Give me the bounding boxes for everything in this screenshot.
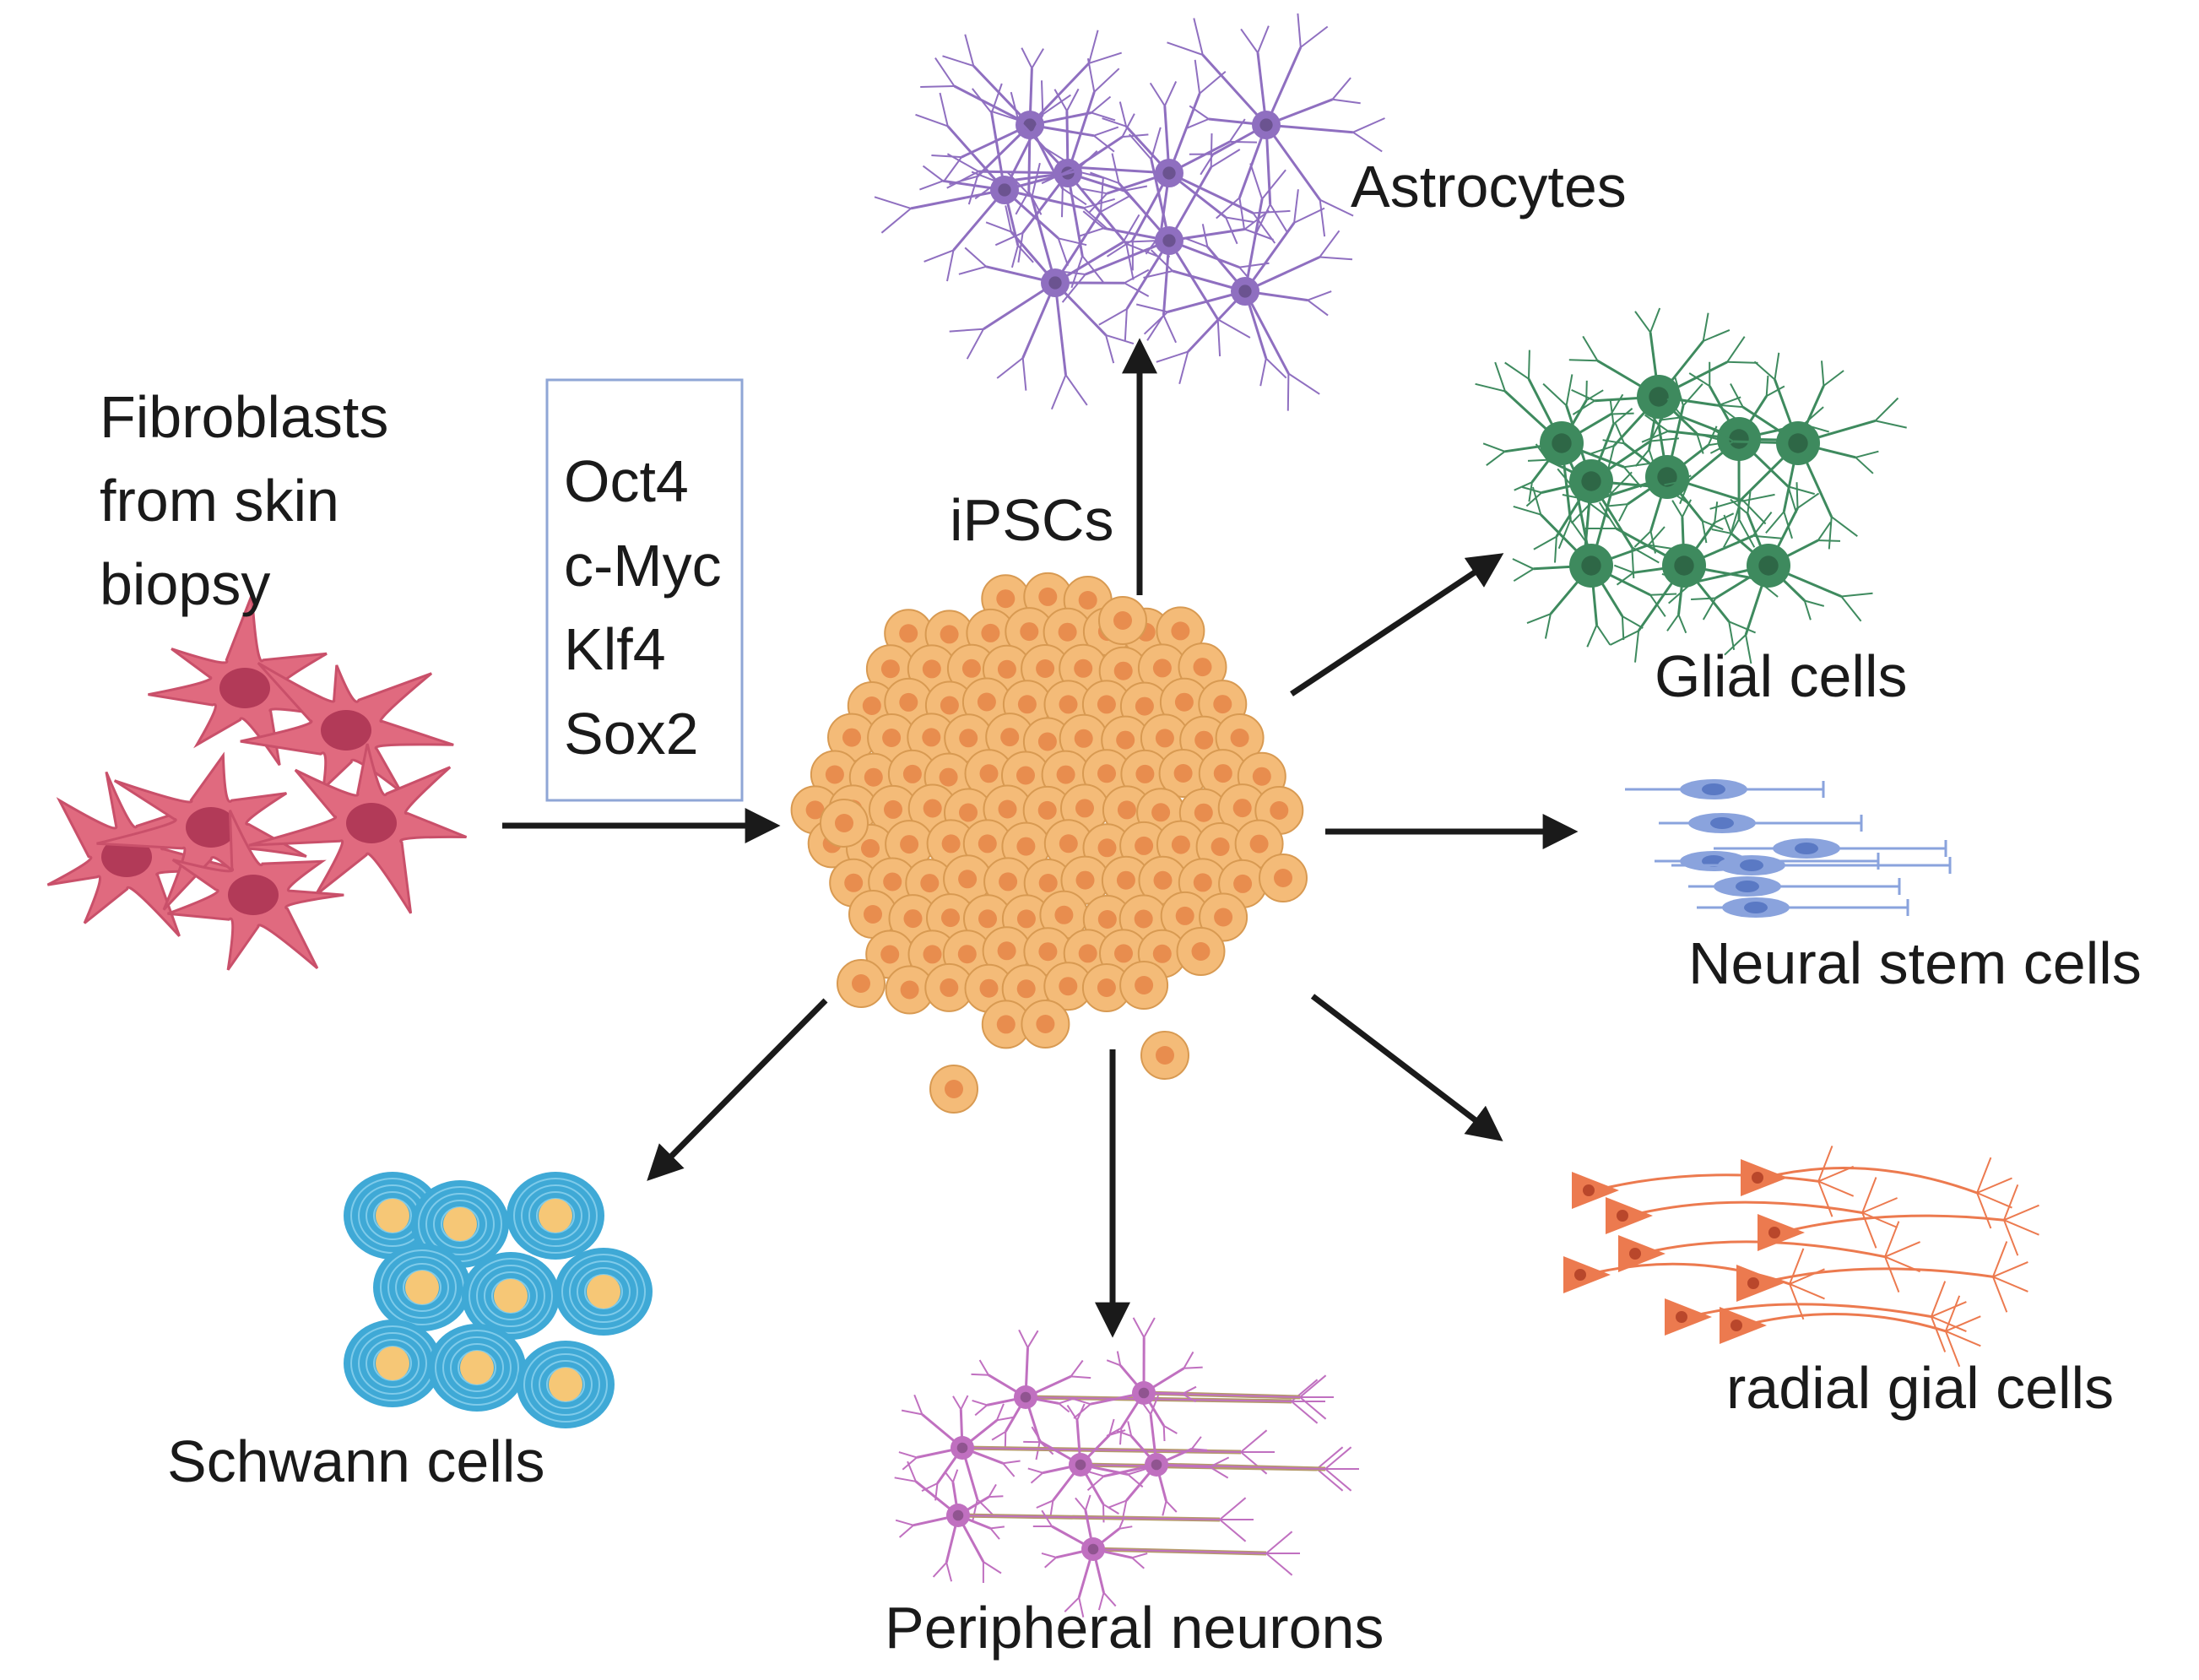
neural-stem-cells-label: Neural stem cells xyxy=(1688,930,2142,996)
radial-glial-cells-label: radial gial cells xyxy=(1726,1355,2114,1421)
radial-glial-cells-illustration xyxy=(1563,1146,2039,1368)
reprogramming-factors-box xyxy=(545,378,744,802)
peripheral-neurons-label: Peripheral neurons xyxy=(885,1595,1384,1661)
arrow-to-glial-cells xyxy=(1290,553,1504,696)
fibroblast-label-line-2: from skin xyxy=(100,468,339,534)
factor-oct4: Oct4 xyxy=(564,448,689,514)
astrocyte-cells-illustration xyxy=(874,13,1385,411)
arrow-to-schwann-cells xyxy=(647,998,828,1181)
ipsc-label: iPSCs xyxy=(950,487,1113,553)
peripheral-neurons-illustration xyxy=(894,1317,1359,1618)
glial-cells-label: Glial cells xyxy=(1655,643,1908,709)
factor-c-myc: c-Myc xyxy=(564,533,722,599)
schwann-cells-label: Schwann cells xyxy=(167,1428,544,1494)
arrow-to-radial-glial-cells xyxy=(1310,994,1503,1141)
astrocytes-label: Astrocytes xyxy=(1351,154,1627,219)
ipsc-cluster-illustration xyxy=(790,572,1308,1114)
fibroblast-label-line-1: Fibroblasts xyxy=(100,384,388,450)
factor-klf4: Klf4 xyxy=(564,616,666,682)
fibroblast-label-line-3: biopsy xyxy=(100,551,270,617)
glial-cells-illustration xyxy=(1475,307,1907,664)
factor-sox2: Sox2 xyxy=(564,701,699,767)
neural-stem-cells-illustration xyxy=(1625,779,1952,918)
fibroblast-cells-illustration xyxy=(46,594,468,971)
schwann-cells-illustration xyxy=(344,1172,653,1428)
